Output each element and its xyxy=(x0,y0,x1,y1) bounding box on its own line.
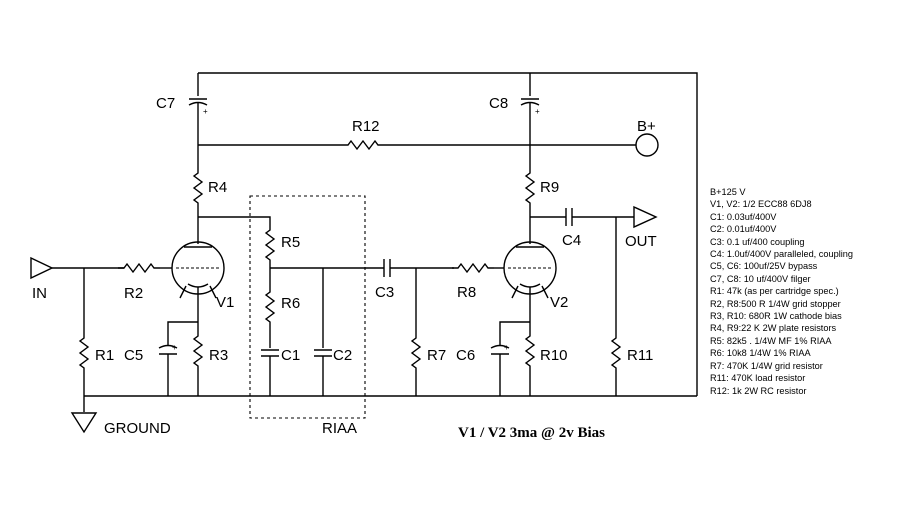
label-v2: V2 xyxy=(550,294,568,311)
resistor-r4 xyxy=(193,145,203,244)
parts-list-item: R1: 47k (as per cartridge spec.) xyxy=(710,286,839,297)
capacitor-c7: + xyxy=(188,98,208,145)
resistor-r11 xyxy=(611,217,621,396)
svg-text:+: + xyxy=(172,343,177,352)
parts-list-item: R5: 82k5 . 1/4W MF 1% RIAA xyxy=(710,335,832,346)
parts-list-item: C4: 1.0uf/400V paralleled, coupling xyxy=(710,249,854,260)
parts-list-item: B+125 V xyxy=(710,187,746,197)
resistor-r12 xyxy=(198,140,636,150)
parts-list-item: C1: 0.03uf/400V xyxy=(710,211,777,222)
svg-text:+: + xyxy=(504,343,509,352)
capacitor-c4 xyxy=(530,208,634,226)
parts-list-item: V1, V2: 1/2 ECC88 6DJ8 xyxy=(710,199,812,210)
capacitor-c3 xyxy=(383,259,454,277)
label-r2: R2 xyxy=(124,285,143,302)
label-c1: C1 xyxy=(281,347,300,364)
riaa-box xyxy=(249,195,366,419)
label-r1: R1 xyxy=(95,347,114,364)
label-c3: C3 xyxy=(375,284,394,301)
capacitor-c6: + xyxy=(490,321,530,396)
parts-list-item: R6: 10k8 1/4W 1% RIAA xyxy=(710,348,811,359)
label-r8: R8 xyxy=(457,284,476,301)
input-terminal xyxy=(30,256,124,280)
b-plus-terminal xyxy=(635,133,659,157)
parts-list-item: R11: 470K load resistor xyxy=(710,373,806,384)
label-c8: C8 xyxy=(489,95,508,112)
label-r11: R11 xyxy=(627,347,653,364)
label-b-plus: B+ xyxy=(637,118,656,135)
label-c4: C4 xyxy=(562,232,581,249)
tube-v2 xyxy=(503,241,557,330)
label-r4: R4 xyxy=(208,179,227,196)
label-r6: R6 xyxy=(281,295,300,312)
label-r9: R9 xyxy=(540,179,559,196)
label-c5: C5 xyxy=(124,347,143,364)
resistor-r2 xyxy=(117,263,172,273)
label-in: IN xyxy=(32,285,47,302)
parts-list-item: R3, R10: 680R 1W cathode bias xyxy=(710,311,842,322)
label-r10: R10 xyxy=(540,347,568,364)
capacitor-c8: + xyxy=(520,98,540,145)
label-c6: C6 xyxy=(456,347,475,364)
parts-list-item: C2: 0.01uf/400V xyxy=(710,224,777,235)
resistor-r8 xyxy=(451,263,504,273)
resistor-r1 xyxy=(79,268,89,396)
resistor-r9 xyxy=(525,145,535,244)
parts-list-item: R2, R8:500 R 1/4W grid stopper xyxy=(710,298,841,309)
label-v1: V1 xyxy=(216,294,234,311)
capacitor-c2 xyxy=(314,268,332,396)
parts-list-item: R4, R9:22 K 2W plate resistors xyxy=(710,323,837,334)
resistor-r3 xyxy=(193,329,203,396)
parts-list-item: R12: 1k 2W RC resistor xyxy=(710,385,807,396)
label-r3: R3 xyxy=(209,347,228,364)
tube-v1 xyxy=(171,241,225,330)
svg-text:+: + xyxy=(203,107,208,116)
capacitor-c1 xyxy=(261,349,279,396)
parts-list-item: C5, C6: 100uf/25V bypass xyxy=(710,261,818,272)
b-plus-rail xyxy=(197,72,698,396)
resistor-r6 xyxy=(265,285,275,348)
plate-to-riaa-wire xyxy=(198,216,271,224)
svg-text:+: + xyxy=(535,107,540,116)
resistor-r5 xyxy=(265,223,275,286)
parts-list-item: C3: 0.1 uf/400 coupling xyxy=(710,236,805,247)
label-c7: C7 xyxy=(156,95,175,112)
label-riaa: RIAA xyxy=(322,420,357,437)
resistor-r10 xyxy=(525,329,535,396)
label-r12: R12 xyxy=(352,118,380,135)
label-r5: R5 xyxy=(281,234,300,251)
capacitor-c5: + xyxy=(158,321,198,396)
output-terminal xyxy=(633,205,658,229)
parts-list-item: R7: 470K 1/4W grid resistor xyxy=(710,360,823,371)
bias-note: V1 / V2 3ma @ 2v Bias xyxy=(458,425,605,441)
parts-list-item: C7, C8: 10 uf/400V filger xyxy=(710,273,811,284)
resistor-r7 xyxy=(411,268,421,396)
label-c2: C2 xyxy=(333,347,352,364)
ground-rail xyxy=(70,395,697,434)
label-r7: R7 xyxy=(427,347,446,364)
label-out: OUT xyxy=(625,233,657,250)
label-ground: GROUND xyxy=(104,420,171,437)
